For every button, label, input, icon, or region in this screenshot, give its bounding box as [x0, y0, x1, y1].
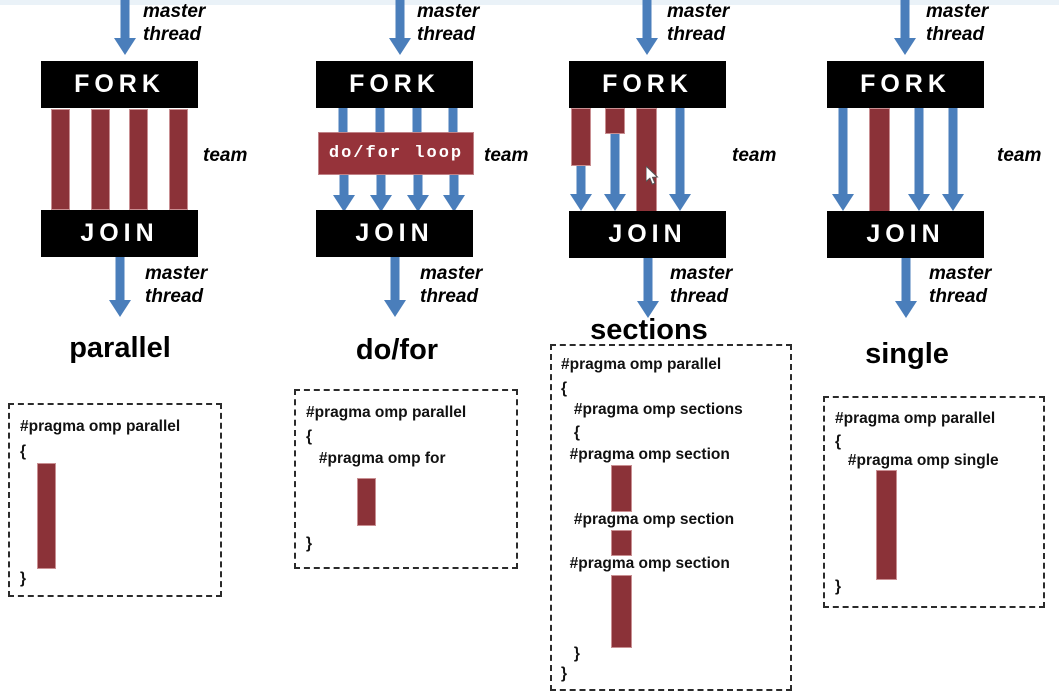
panel-parallel: master thread FORK team JOIN master thre…	[0, 0, 265, 696]
join-bar: JOIN	[41, 210, 198, 257]
code-line: #pragma omp for	[306, 450, 446, 467]
code-line: }	[20, 570, 27, 587]
code-thread-bar	[876, 470, 897, 580]
panel-single: master thread FORK team JOIN master thre…	[800, 0, 1059, 696]
mouse-cursor-icon	[646, 166, 659, 185]
top-edge-strip	[0, 0, 1059, 5]
code-line: #pragma omp parallel	[306, 404, 467, 421]
master-thread-label-top: master thread	[667, 1, 730, 45]
thread-bar	[51, 109, 70, 210]
construct-title: parallel	[69, 332, 171, 364]
thread-arrow-into-loop	[443, 108, 463, 132]
code-thread-bar	[37, 463, 56, 569]
code-section-bar	[611, 530, 632, 556]
team-label: team	[484, 145, 529, 166]
thread-bar	[91, 109, 110, 210]
do-for-loop-box: do/for loop	[318, 132, 474, 175]
panel-do-for: master thread FORK do/for loop team JOIN…	[277, 0, 542, 696]
master-thread-arrow-in	[636, 0, 658, 56]
code-line: #pragma omp section	[561, 446, 730, 463]
master-thread-arrow-in	[894, 0, 916, 56]
thread-arrow	[669, 108, 691, 212]
team-label: team	[732, 145, 777, 166]
construct-title: do/for	[355, 334, 439, 366]
thread-arrow-into-loop	[407, 108, 427, 132]
master-thread-arrow-out	[895, 258, 917, 320]
thread-arrow-into-join	[407, 175, 429, 212]
master-thread-label-top: master thread	[926, 1, 989, 45]
section-bar	[571, 108, 591, 166]
thread-arrow-into-loop	[333, 108, 353, 132]
team-label: team	[997, 145, 1042, 166]
section-bar	[605, 108, 625, 134]
thread-arrow	[570, 166, 592, 212]
code-box	[294, 389, 518, 569]
thread-bar	[169, 109, 188, 210]
code-line: #pragma omp parallel	[561, 356, 722, 373]
code-line: }	[561, 665, 568, 682]
section-bar	[636, 108, 657, 212]
code-line: #pragma omp parallel	[835, 410, 996, 427]
join-bar: JOIN	[569, 211, 726, 258]
team-label: team	[203, 145, 248, 166]
code-box	[550, 344, 792, 691]
thread-arrow	[832, 108, 854, 212]
code-box	[823, 396, 1045, 608]
construct-title: sections	[590, 314, 708, 346]
code-line: {	[561, 424, 580, 441]
code-line: }	[306, 535, 313, 552]
code-line: {	[20, 443, 27, 460]
thread-arrow-into-loop	[370, 108, 390, 132]
join-bar: JOIN	[827, 211, 984, 258]
thread-bar	[129, 109, 148, 210]
code-section-bar	[611, 465, 632, 512]
master-thread-arrow-out	[384, 257, 406, 319]
thread-arrow-into-join	[370, 175, 392, 212]
code-line: {	[835, 433, 842, 450]
code-line: #pragma omp parallel	[20, 418, 181, 435]
code-line: #pragma omp section	[561, 511, 735, 528]
master-thread-label-bottom: master thread	[929, 263, 992, 307]
master-thread-label-bottom: master thread	[670, 263, 733, 307]
master-thread-arrow-out	[637, 258, 659, 320]
code-thread-bar	[357, 478, 376, 526]
master-thread-arrow-in	[114, 0, 136, 56]
code-line: }	[835, 578, 842, 595]
thread-arrow	[604, 134, 626, 212]
code-line: {	[561, 380, 568, 397]
code-line: }	[561, 645, 580, 662]
code-line: #pragma omp section	[561, 555, 730, 572]
construct-title: single	[865, 338, 949, 370]
fork-bar: FORK	[316, 61, 473, 108]
fork-bar: FORK	[827, 61, 984, 108]
master-thread-label-bottom: master thread	[420, 263, 483, 307]
master-thread-label-top: master thread	[417, 1, 480, 45]
code-line: {	[306, 428, 313, 445]
thread-arrow-into-join	[443, 175, 465, 212]
master-thread-label-top: master thread	[143, 1, 206, 45]
join-bar: JOIN	[316, 210, 473, 257]
code-line: #pragma omp sections	[561, 401, 743, 418]
code-section-bar	[611, 575, 632, 648]
master-thread-label-bottom: master thread	[145, 263, 208, 307]
thread-arrow-into-join	[333, 175, 355, 212]
thread-arrow	[942, 108, 964, 212]
fork-bar: FORK	[41, 61, 198, 108]
fork-bar: FORK	[569, 61, 726, 108]
code-line: #pragma omp single	[835, 452, 999, 469]
master-thread-arrow-out	[109, 257, 131, 319]
master-thread-arrow-in	[389, 0, 411, 56]
thread-arrow	[908, 108, 930, 212]
panel-sections: master thread FORK team JOIN master thre…	[546, 0, 811, 696]
single-thread-bar	[869, 108, 890, 212]
